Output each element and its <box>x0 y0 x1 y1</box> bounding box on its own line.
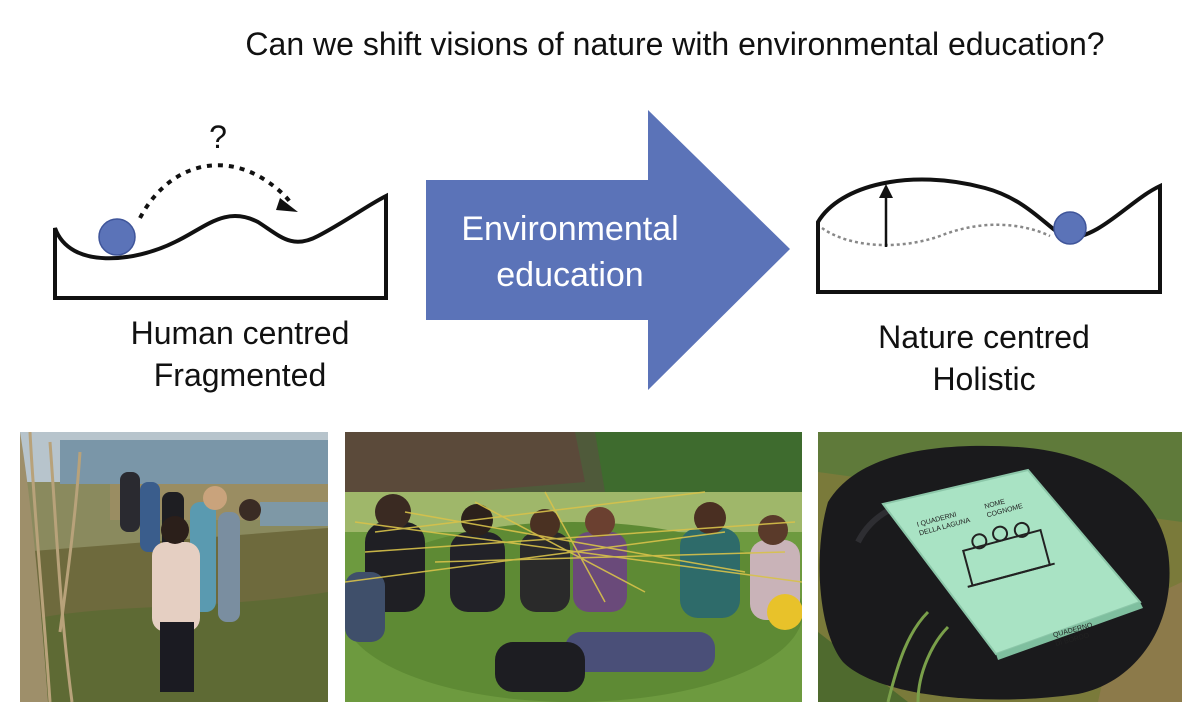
left-landscape-outline <box>53 192 388 300</box>
right-state-label: Nature centred Holistic <box>834 316 1134 400</box>
former-landscape-dotted <box>821 223 1051 247</box>
booklet: I QUADERNI DELLA LAGUNA NOME COGNOME QUA… <box>881 468 1143 660</box>
right-landscape <box>816 177 1162 294</box>
left-state-line2: Fragmented <box>153 357 327 393</box>
photo-yarn-web-circle-image <box>345 432 802 702</box>
right-ball <box>1053 211 1087 245</box>
photo-booklet-backpack-image: I QUADERNI DELLA LAGUNA NOME COGNOME QUA… <box>818 432 1182 702</box>
right-landscape-outline <box>816 177 1162 294</box>
dotted-jump-arrowhead <box>276 198 298 212</box>
photo-booklet-backpack: I QUADERNI DELLA LAGUNA NOME COGNOME QUA… <box>818 432 1182 702</box>
environmental-education-arrow <box>426 110 790 390</box>
arrow-label-line2: education <box>496 256 644 294</box>
arrow-label: Environmental education <box>430 206 710 298</box>
slide-title: Can we shift visions of nature with envi… <box>245 26 1105 62</box>
dotted-jump-arrow <box>138 163 294 219</box>
stability-diagram <box>53 110 1162 390</box>
photo-students-walking <box>20 432 328 702</box>
left-ball <box>98 218 136 256</box>
arrow-label-line1: Environmental <box>461 210 679 248</box>
left-landscape <box>53 163 388 300</box>
photo-yarn-web-circle <box>345 432 802 702</box>
left-state-label: Human centred Fragmented <box>90 312 390 396</box>
photo-students-walking-image <box>20 432 328 702</box>
upward-arrowhead <box>879 184 893 198</box>
right-state-line2: Holistic <box>932 361 1036 397</box>
right-state-line1: Nature centred <box>878 319 1090 355</box>
question-mark: ? <box>209 119 227 155</box>
left-state-line1: Human centred <box>130 315 350 351</box>
